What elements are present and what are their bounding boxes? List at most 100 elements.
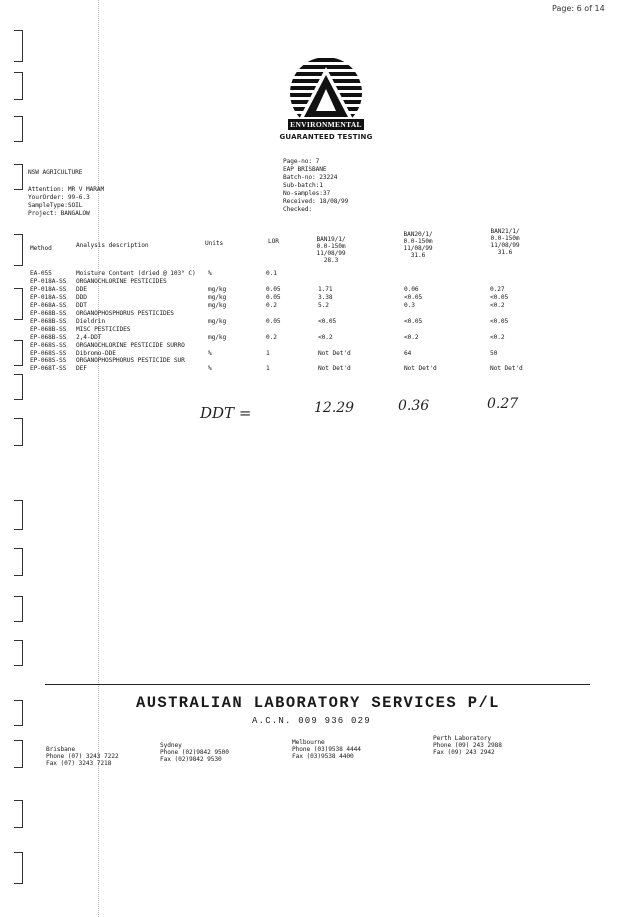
table-cell-v2: 64: [404, 349, 412, 357]
report-sub-batch: Sub-batch:1: [283, 182, 323, 189]
handwritten-value: 0.36: [398, 398, 430, 414]
table-cell-desc: ORGANOCHLORINE PESTICIDES: [76, 277, 167, 285]
col-header-units: Units: [205, 240, 224, 247]
binding-mark: [14, 500, 23, 530]
client-order: YourOrder: 99-6.3: [28, 194, 90, 201]
office-city: Sydney: [160, 742, 182, 749]
footer-acn: A.C.N. 009 936 029: [252, 716, 371, 726]
table-cell-method: EP-018A-SS: [30, 277, 67, 285]
binding-mark: [14, 596, 23, 622]
col-header-analysis: Analysis description: [76, 242, 149, 249]
office-phone: Phone (09) 243 2988: [433, 742, 502, 749]
sample-id: BAN21/1/: [490, 228, 520, 235]
scan-margin-line: [98, 0, 99, 917]
sample-depth: 0.0-150m: [490, 235, 520, 242]
table-cell-lor: 1: [266, 365, 270, 373]
binding-mark: [14, 548, 23, 576]
table-cell-desc: ORGANOCHLORINE PESTICIDE SURRO: [76, 341, 185, 349]
table-cell-method: EP-018A-SS: [30, 285, 67, 293]
table-cell-v3: 0.27: [490, 285, 505, 293]
office-block: Sydney Phone (02)9842 9500 Fax (02)9842 …: [160, 742, 229, 763]
table-cell-v2: Not Det'd: [404, 365, 437, 373]
table-cell-method: EP-068B-SS: [30, 333, 67, 341]
office-city: Melbourne: [292, 739, 325, 746]
table-cell-units: mg/kg: [208, 317, 227, 325]
table-cell-units: mg/kg: [208, 301, 227, 309]
sample-date: 11/08/99: [490, 242, 520, 249]
table-cell-lor: 0.05: [266, 285, 281, 293]
sample-depth: 0.0-150m: [316, 243, 346, 250]
report-no-samples: No-samples:37: [283, 190, 331, 197]
office-phone: Phone (02)9842 9500: [160, 749, 229, 756]
report-site: EAP BRISBANE: [283, 166, 327, 173]
handwritten-label: DDT =: [200, 404, 252, 422]
binding-mark: [14, 164, 23, 190]
binding-mark: [14, 852, 23, 884]
col-header-method: Method: [30, 245, 52, 252]
office-block: Brisbane Phone (07) 3243 7222 Fax (07) 3…: [46, 746, 119, 767]
office-city: Perth Laboratory: [433, 735, 492, 742]
binding-mark: [14, 374, 23, 400]
page-label: Page: 6 of 14: [552, 4, 605, 13]
office-phone: Phone (03)9538 4444: [292, 746, 361, 753]
table-cell-v1: Not Det'd: [318, 349, 351, 357]
table-cell-desc: Dieldrin: [76, 317, 106, 325]
sample-header: BAN20/1/ 0.0-150m 11/08/99 31.6: [393, 231, 443, 259]
report-checked: Checked:: [283, 206, 313, 213]
table-cell-desc: ORGANOPHOSPHORUS PESTICIDE SUR: [76, 357, 185, 365]
table-cell-desc: DDD: [76, 293, 87, 301]
table-cell-v1: 5.2: [318, 301, 329, 309]
table-cell-v3: <0.05: [490, 293, 509, 301]
binding-mark: [14, 640, 23, 666]
office-fax: Fax (02)9842 9530: [160, 756, 222, 763]
table-cell-v1: 3.38: [318, 293, 333, 301]
binding-mark: [14, 116, 23, 142]
table-cell-v2: <0.2: [404, 333, 419, 341]
sample-first: 31.6: [410, 252, 426, 259]
table-cell-lor: 0.05: [266, 293, 281, 301]
office-phone: Phone (07) 3243 7222: [46, 753, 119, 760]
office-fax: Fax (03)9538 4400: [292, 753, 354, 760]
table-cell-v1: Not Det'd: [318, 365, 351, 373]
binding-mark: [14, 234, 23, 266]
sample-first: 31.6: [497, 249, 513, 256]
binding-mark: [14, 700, 23, 726]
table-cell-lor: 0.2: [266, 301, 277, 309]
table-cell-method: EP-018A-SS: [30, 293, 67, 301]
table-cell-units: %: [208, 270, 212, 277]
sample-date: 11/08/99: [316, 250, 346, 257]
table-cell-desc: Moisture Content (dried @ 103° C): [76, 270, 196, 277]
table-cell-units: mg/kg: [208, 285, 227, 293]
table-cell-desc: DEF: [76, 365, 87, 373]
table-cell-v1: <0.05: [318, 317, 337, 325]
table-cell-method: EP-068S-SS: [30, 357, 67, 365]
table-cell-units: mg/kg: [208, 293, 227, 301]
report-batch-no: Batch-no: 23224: [283, 174, 338, 181]
binding-mark: [14, 72, 23, 100]
table-cell-v3: <0.2: [490, 301, 505, 309]
table-cell-method: EP-068B-SS: [30, 317, 67, 325]
table-cell-lor: 0.1: [266, 270, 277, 277]
table-cell-v2: 0.3: [404, 301, 415, 309]
table-cell-lor: 0.2: [266, 333, 277, 341]
sample-header: BAN21/1/ 0.0-150m 11/08/99 31.6: [480, 228, 530, 256]
binding-mark: [14, 30, 23, 62]
office-fax: Fax (07) 3243 7218: [46, 760, 112, 767]
table-cell-method: EP-068S-SS: [30, 341, 67, 349]
binding-mark: [14, 288, 23, 320]
table-cell-desc: DDE: [76, 285, 87, 293]
table-cell-v1: 1.71: [318, 285, 333, 293]
table-cell-v2: <0.05: [404, 293, 423, 301]
office-fax: Fax (09) 243 2942: [433, 749, 495, 756]
report-received: Received: 18/08/99: [283, 198, 349, 205]
table-cell-lor: 1: [266, 349, 270, 357]
table-cell-units: mg/kg: [208, 333, 227, 341]
table-cell-v1: <0.2: [318, 333, 333, 341]
table-cell-v2: <0.05: [404, 317, 423, 325]
client-sample-type: SampleType:SOIL: [28, 202, 83, 209]
sample-first: 28.3: [323, 257, 339, 264]
client-attention: Attention: MR V MARAM: [28, 186, 105, 193]
office-city: Brisbane: [46, 746, 76, 753]
sample-depth: 0.0-150m: [403, 238, 433, 245]
table-cell-v3: Not Det'd: [490, 365, 523, 373]
